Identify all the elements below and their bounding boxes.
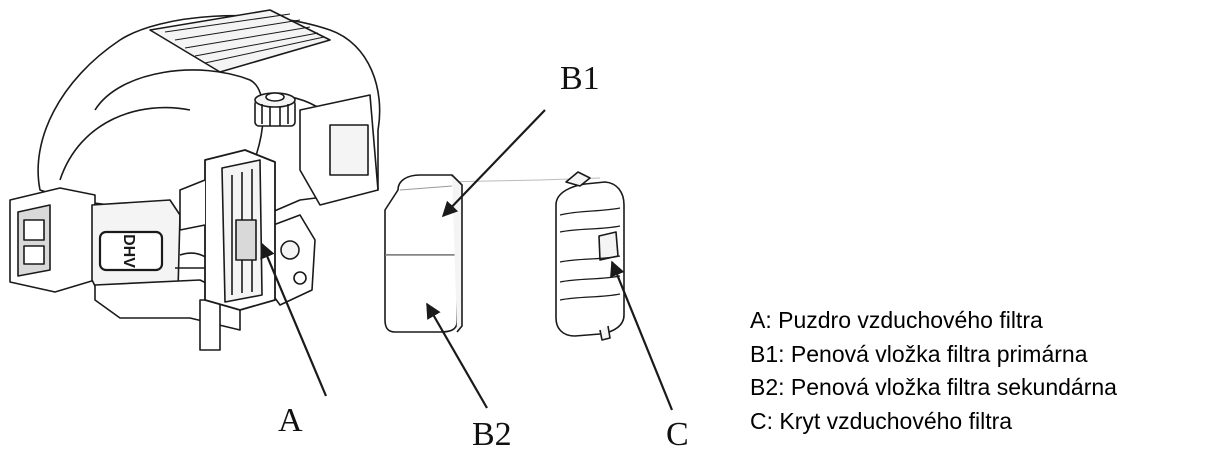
callout-b2: B2: [472, 416, 512, 453]
engine-shroud-contour: [94, 69, 264, 171]
legend-item-b1: B1: Penová vložka filtra primárna: [750, 340, 1088, 367]
foam-filter: [384, 174, 463, 333]
legend-item-a: A: Puzdro vzduchového filtra: [750, 307, 1043, 333]
air-filter-cover: [555, 171, 625, 341]
callout-b1: B1: [560, 60, 600, 97]
engine-top-grille: [149, 9, 331, 73]
legend-item-b2: B2: Penová vložka filtra sekundárna: [750, 374, 1117, 400]
fuel-cap: [254, 92, 296, 127]
foam-filter-primary: [384, 174, 458, 256]
callout-a: A: [278, 402, 303, 439]
engine-badge-text: DHV: [120, 234, 137, 268]
leader-arrow-b2: [426, 302, 488, 409]
legend: A: Puzdro vzduchového filtra B1: Penová …: [750, 304, 1218, 438]
engine-illustration: [9, 9, 381, 351]
leader-arrows: [260, 109, 674, 411]
leader-arrow-c: [610, 260, 674, 411]
foam-filter-secondary: [384, 254, 458, 333]
callout-c: C: [666, 416, 689, 453]
legend-item-c: C: Kryt vzduchového filtra: [750, 407, 1013, 434]
air-filter-housing: [179, 149, 276, 311]
leader-arrow-a: [260, 242, 328, 397]
leader-arrow-b1: [441, 109, 546, 218]
